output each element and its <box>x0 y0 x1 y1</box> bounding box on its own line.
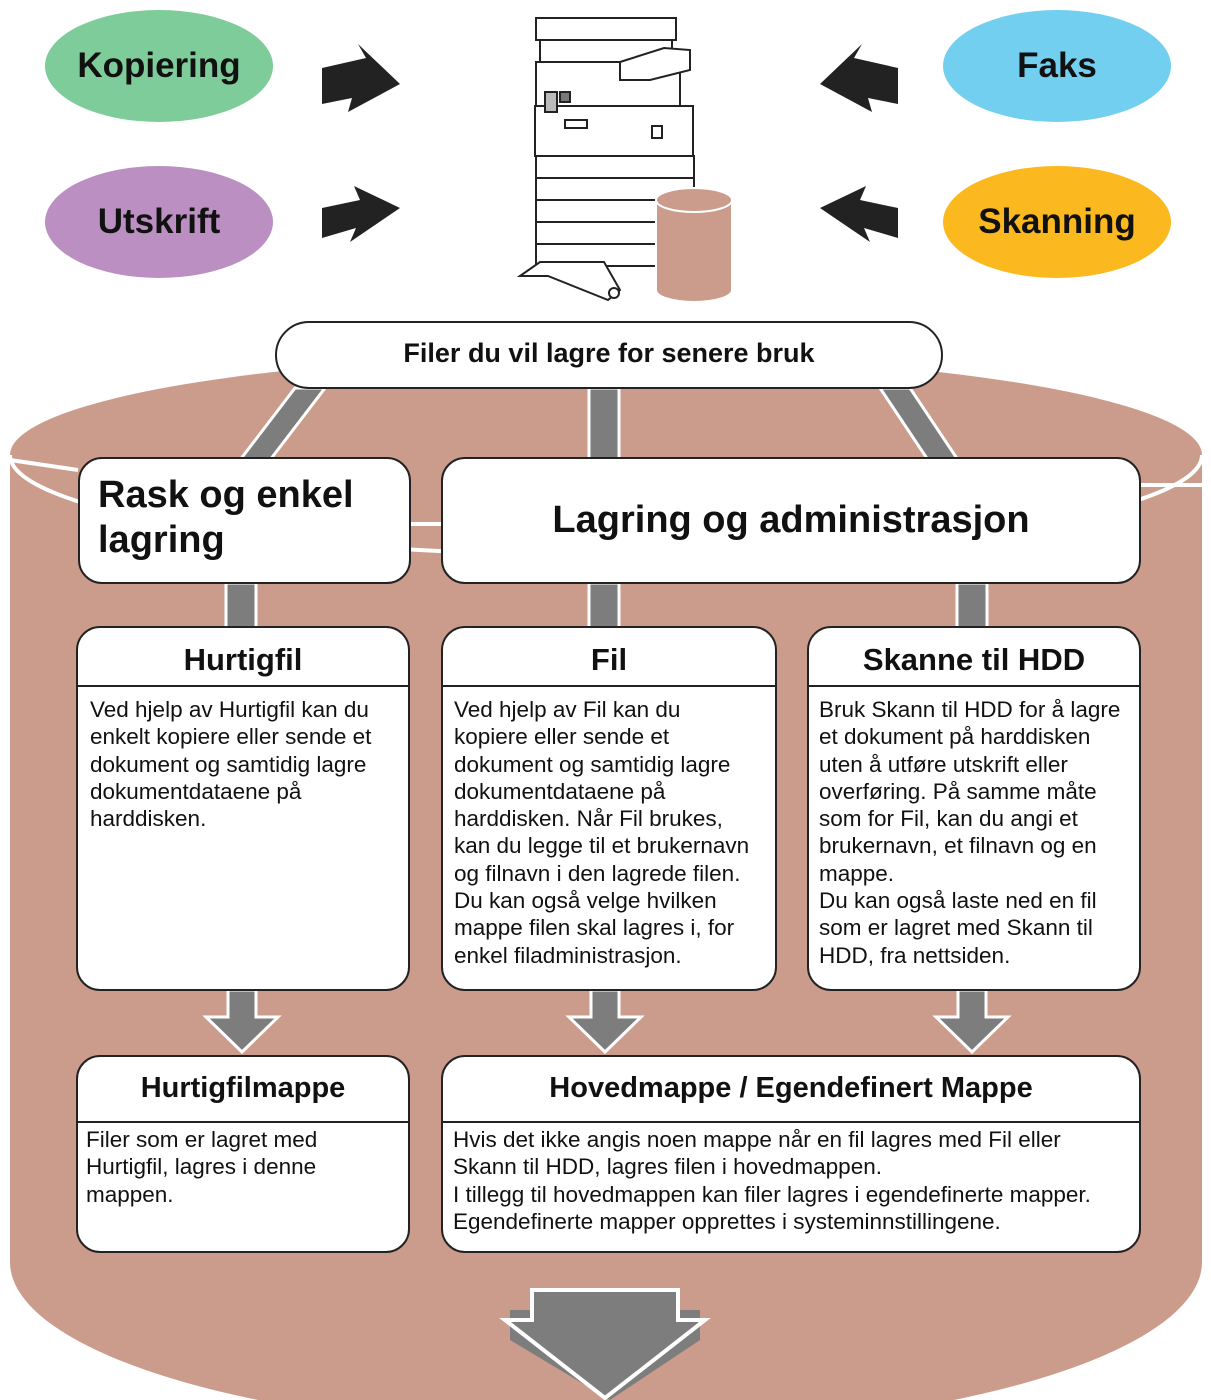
category-storage-title: Lagring og administrasjon <box>552 499 1030 541</box>
category-connectors <box>224 581 989 630</box>
folder-quick-divider <box>78 1121 408 1123</box>
source-faks-label: Faks <box>1017 46 1097 85</box>
source-kopiering-ellipse <box>45 10 273 122</box>
feature-hurtigfil-divider <box>78 685 408 687</box>
arrow-utskrift <box>322 186 400 242</box>
feature-hurtigfil-body: Ved hjelp av Hurtigfil kan du enkelt kop… <box>90 697 372 832</box>
category-storage-box: Lagring og administrasjon <box>441 457 1141 584</box>
folder-main-title: Hovedmappe / Egendefinert Mappe <box>549 1072 1033 1104</box>
feature-hurtigfil-title: Hurtigfil <box>183 642 303 677</box>
source-faks-ellipse <box>943 10 1171 122</box>
source-utskrift-label: Utskrift <box>97 202 221 241</box>
arrow-skanning <box>820 186 898 242</box>
feature-fil-body: Ved hjelp av Fil kan du kopiere eller se… <box>454 697 750 968</box>
feature-skanne-divider <box>809 685 1139 687</box>
feature-fil-title: Fil <box>590 642 628 677</box>
category-quick-box: Rask og enkel lagring <box>78 457 411 584</box>
folder-quick-box: Hurtigfilmappe Filer som er lagret med H… <box>76 1055 410 1253</box>
arrow-to-main-folder-2 <box>932 988 1012 1055</box>
source-utskrift-ellipse <box>45 166 273 278</box>
source-arrows <box>322 44 898 242</box>
feature-skanne-box: Skanne til HDD Bruk Skann til HDD for å … <box>807 626 1141 991</box>
banner-box: Filer du vil lagre for senere bruk <box>275 321 943 389</box>
arrow-to-main-folder-1 <box>565 988 645 1055</box>
feature-skanne-title: Skanne til HDD <box>862 642 1086 677</box>
feature-fil-box: Fil Ved hjelp av Fil kan du kopiere elle… <box>441 626 777 991</box>
banner-text: Filer du vil lagre for senere bruk <box>403 338 815 368</box>
folder-main-box: Hovedmappe / Egendefinert Mappe Hvis det… <box>441 1055 1141 1253</box>
feature-skanne-body: Bruk Skann til HDD for å lagre et dokume… <box>819 697 1121 968</box>
folder-main-body: Hvis det ikke angis noen mappe når en fi… <box>453 1127 1091 1234</box>
arrow-faks <box>820 44 898 112</box>
folder-quick-title: Hurtigfilmappe <box>140 1072 346 1104</box>
source-skanning-label: Skanning <box>978 202 1136 241</box>
feature-fil-divider <box>443 685 775 687</box>
source-kopiering-label: Kopiering <box>77 46 241 85</box>
folder-main-divider <box>443 1121 1139 1123</box>
small-hdd-icon <box>655 187 733 303</box>
source-skanning-ellipse <box>943 166 1171 278</box>
printer-illustration <box>516 17 695 302</box>
folder-arrows <box>202 988 1012 1055</box>
arrow-to-quick-folder <box>202 988 282 1055</box>
feature-hurtigfil-box: Hurtigfil Ved hjelp av Hurtigfil kan du … <box>76 626 410 991</box>
category-quick-title: Rask og enkel lagring <box>98 474 354 561</box>
arrow-kopiering <box>322 44 400 112</box>
folder-quick-body: Filer som er lagret med Hurtigfil, lagre… <box>86 1127 318 1207</box>
